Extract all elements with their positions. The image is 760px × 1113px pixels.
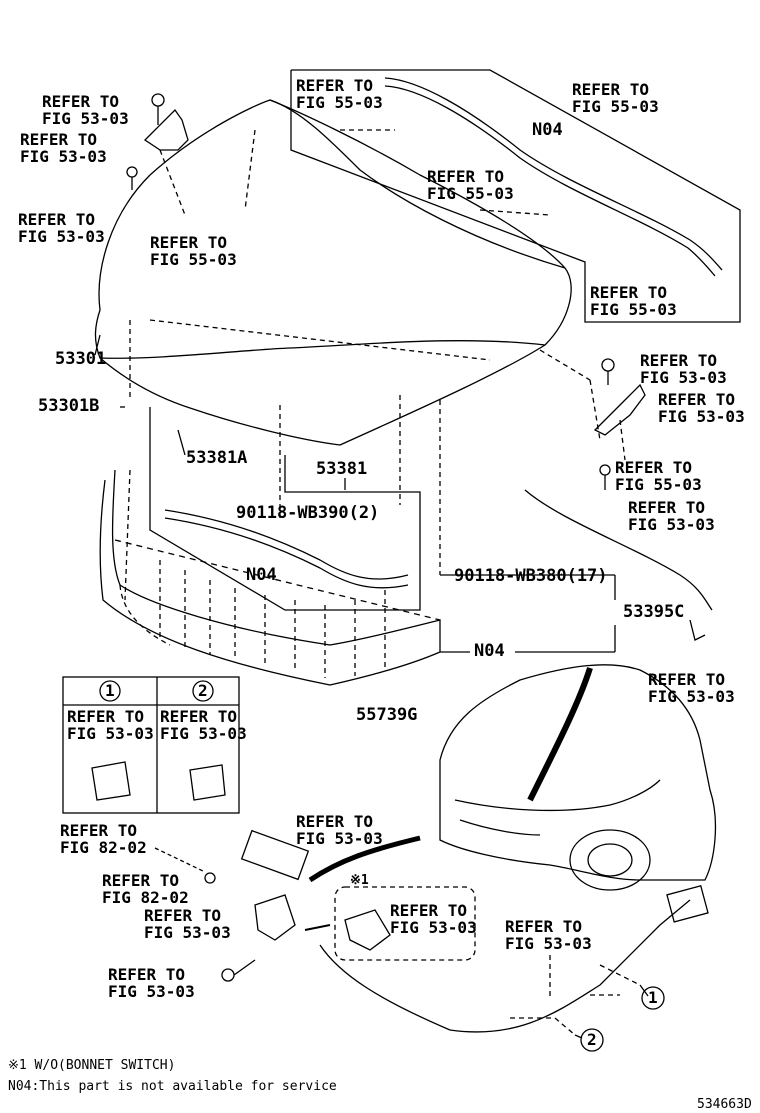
- diagram-id: 534663D: [697, 1097, 752, 1112]
- weatherstrip-box: [290, 69, 741, 323]
- part-number-53395c: 53395C: [623, 602, 685, 622]
- part-number-53381a: 53381A: [186, 448, 248, 468]
- part-number-53301: 53301: [55, 349, 107, 369]
- part-number-90118-wb380: 90118-WB380(17): [454, 566, 608, 586]
- part-number-n04-strip: N04: [532, 120, 563, 140]
- footnote-n04: N04:This part is not available for servi…: [8, 1079, 337, 1094]
- seal-box: [149, 407, 421, 611]
- ref-label-stay-clip: REFER TO FIG 53-03: [648, 670, 735, 706]
- callout-1: 1: [648, 988, 658, 1007]
- ref-label-latch-bracket: REFER TO FIG 53-03: [296, 812, 383, 848]
- ref-label-release-cable: REFER TO FIG 53-03: [505, 917, 592, 953]
- hood-panel: [94, 99, 572, 446]
- footnote-bonnet-switch: ※1 W/O(BONNET SWITCH): [8, 1058, 176, 1073]
- ref-label-hinge-nut: REFER TO FIG 53-03: [18, 210, 105, 246]
- inset-ref-1: REFER TO FIG 53-03: [67, 707, 154, 743]
- ref-label-strip-upper: REFER TO FIG 55-03: [572, 80, 659, 116]
- ref-label-right-hinge: REFER TO FIG 53-03: [658, 390, 745, 426]
- ref-label-strip-clip-1: REFER TO FIG 55-03: [296, 76, 383, 112]
- part-number-n04-panel: N04: [474, 641, 505, 661]
- hood-seal-strip: [164, 509, 409, 580]
- part-number-55739g: 55739G: [356, 705, 418, 725]
- latch-bracket: [240, 829, 310, 881]
- ref-label-lock-bolt: REFER TO FIG 53-03: [108, 965, 195, 1001]
- ref-label-hinge: REFER TO FIG 53-03: [20, 130, 107, 166]
- inset-marker-1: 1: [105, 681, 115, 700]
- hood-crease: [99, 340, 546, 359]
- car-outline: [439, 664, 717, 881]
- inset-marker-2: 2: [198, 681, 208, 700]
- ref-label-strip-clip-2: REFER TO FIG 55-03: [427, 167, 514, 203]
- weatherstrip-strip: [384, 77, 723, 271]
- callout-2: 2: [587, 1030, 597, 1049]
- ref-label-hinge-bolt: REFER TO FIG 53-03: [42, 92, 129, 128]
- ref-label-hood-support: REFER TO FIG 55-03: [150, 233, 237, 269]
- inset-ref-2: REFER TO FIG 53-03: [160, 707, 247, 743]
- ref-label-right-hinge-bolt: REFER TO FIG 53-03: [640, 351, 727, 387]
- ref-label-strip-clip-3: REFER TO FIG 55-03: [590, 283, 677, 319]
- ref-label-wire-1: REFER TO FIG 82-02: [60, 821, 147, 857]
- part-number-n04-seal: N04: [246, 565, 277, 585]
- ref-label-wire-2: REFER TO FIG 82-02: [102, 871, 189, 907]
- part-number-53381: 53381: [316, 459, 368, 479]
- hood-hinge: [143, 108, 189, 151]
- part-number-53301b: 53301B: [38, 396, 100, 416]
- hood-lock: [254, 894, 296, 941]
- release-cable: [319, 899, 691, 1033]
- inset-table: [62, 676, 240, 814]
- ref-label-lock: REFER TO FIG 53-03: [144, 906, 231, 942]
- ref-label-right-support: REFER TO FIG 55-03: [615, 458, 702, 494]
- switch-mark: ※1: [350, 873, 369, 888]
- part-number-90118-wb390: 90118-WB390(2): [236, 503, 380, 523]
- ref-label-right-nut: REFER TO FIG 53-03: [628, 498, 715, 534]
- hood-stay-cable: [524, 489, 713, 611]
- ref-label-lock-no-switch: REFER TO FIG 53-03: [390, 901, 477, 937]
